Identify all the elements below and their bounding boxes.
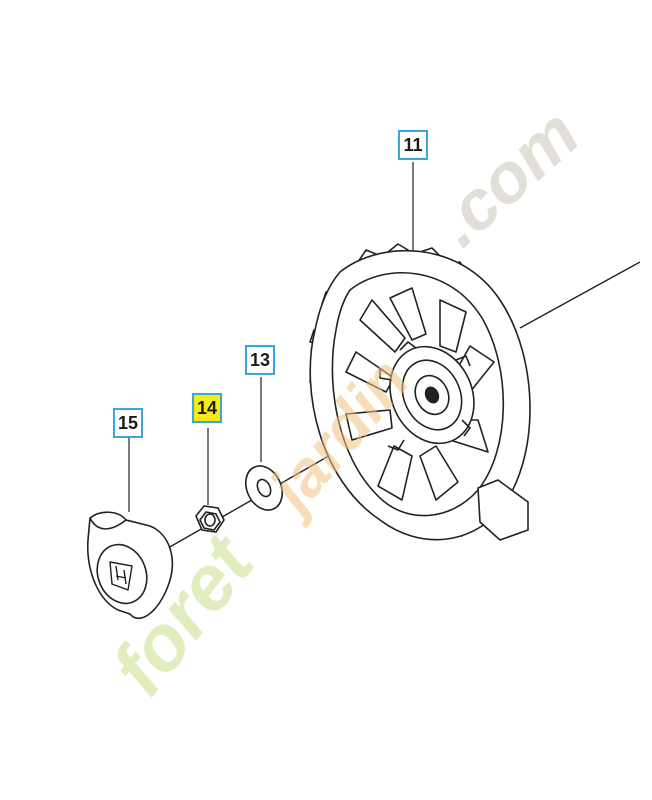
- watermark-text-com: .com: [420, 94, 594, 261]
- washer-part-13: [244, 465, 284, 511]
- callout-15[interactable]: 15: [113, 408, 143, 438]
- callout-11[interactable]: 11: [398, 130, 428, 160]
- nut-part-14: [195, 505, 225, 533]
- leader-lines: [128, 162, 414, 512]
- callout-14[interactable]: 14: [192, 393, 222, 423]
- husqvarna-logo-icon: [109, 561, 133, 591]
- wheel-part-11: [309, 243, 531, 541]
- wheel-side-block: [477, 479, 529, 541]
- wheel-spokes: [345, 287, 495, 501]
- hub-cap-part-15: [87, 511, 174, 620]
- wheel-hub: [379, 341, 475, 451]
- callout-13[interactable]: 13: [245, 345, 275, 375]
